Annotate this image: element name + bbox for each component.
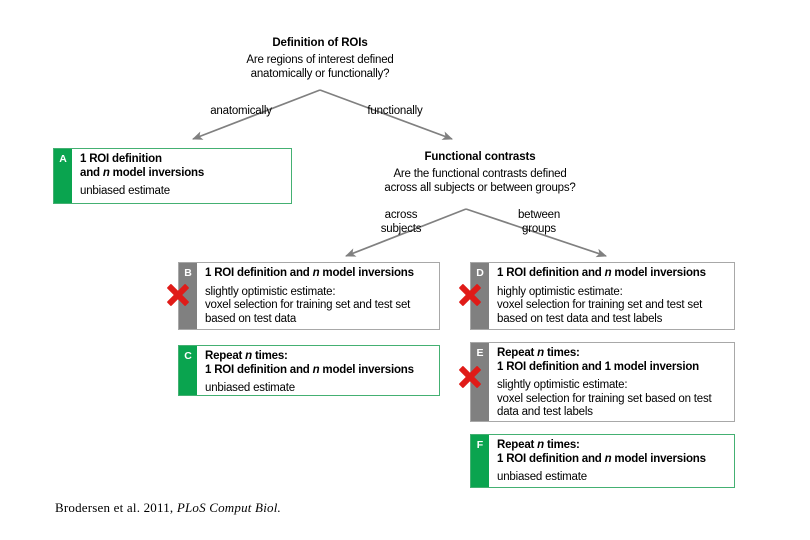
- box-sub-line3: based on test data and test labels: [497, 312, 663, 325]
- edge-label-between-groups: between groups: [484, 208, 594, 236]
- decision-question-line2: anatomically or functionally?: [250, 68, 390, 80]
- box-head-line1: 1 ROI definition and n model inversions: [497, 267, 706, 279]
- figure-citation: Brodersen et al. 2011, PLoS Comput Biol.: [55, 500, 281, 516]
- decision-functional-contrasts: Functional contrasts Are the functional …: [330, 150, 630, 195]
- box-head-line2: and n model inversions: [80, 166, 205, 179]
- edge-label-line1: across: [384, 209, 418, 221]
- box-head-line1: Repeat n times:: [497, 347, 580, 359]
- citation-prefix: Brodersen et al. 2011,: [55, 500, 177, 515]
- edge-label-functionally: functionally: [367, 105, 423, 117]
- outcome-box-b[interactable]: B 1 ROI definition and n model inversion…: [178, 262, 440, 330]
- box-letter-c: C: [179, 346, 197, 395]
- box-body: 1 ROI definition and n model inversions …: [72, 149, 291, 203]
- box-head-line2: 1 ROI definition and n model inversions: [205, 363, 414, 376]
- box-body: 1 ROI definition and n model inversions …: [197, 263, 439, 329]
- outcome-box-d[interactable]: D 1 ROI definition and n model inversion…: [470, 262, 735, 330]
- box-sub-line1: unbiased estimate: [205, 382, 295, 394]
- box-letter-f: F: [471, 435, 489, 487]
- decision-title: Functional contrasts: [424, 151, 536, 163]
- edge-label-across-subjects: across subjects: [346, 208, 456, 236]
- box-body: Repeat n times: 1 ROI definition and n m…: [197, 346, 439, 395]
- box-letter-e: E: [471, 343, 489, 421]
- box-body: Repeat n times: 1 ROI definition and 1 m…: [489, 343, 734, 421]
- box-letter-d: D: [471, 263, 489, 329]
- citation-journal: PLoS Comput Biol.: [176, 500, 281, 515]
- box-head-line1: Repeat n times:: [497, 439, 580, 451]
- box-letter-a: A: [54, 149, 72, 203]
- edge-label-line1: between: [517, 209, 561, 221]
- box-sub-line1: slightly optimistic estimate:: [497, 379, 628, 391]
- outcome-box-e[interactable]: E Repeat n times: 1 ROI definition and 1…: [470, 342, 735, 422]
- box-body: Repeat n times: 1 ROI definition and n m…: [489, 435, 734, 487]
- box-sub-line3: based on test data: [205, 312, 297, 325]
- box-sub-line1: unbiased estimate: [497, 471, 587, 483]
- decision-question-line1: Are the functional contrasts defined: [393, 168, 567, 180]
- box-letter-b: B: [179, 263, 197, 329]
- edge-label-anatomically: anatomically: [210, 105, 272, 117]
- outcome-box-f[interactable]: F Repeat n times: 1 ROI definition and n…: [470, 434, 735, 488]
- decision-definition-of-rois: Definition of ROIs Are regions of intere…: [170, 36, 470, 81]
- box-sub-line3: data and test labels: [497, 406, 593, 418]
- box-sub-line2: voxel selection for training set and tes…: [205, 299, 411, 311]
- outcome-box-a[interactable]: A 1 ROI definition and n model inversion…: [53, 148, 292, 204]
- edge-label-line2: subjects: [380, 223, 422, 235]
- decision-question-line1: Are regions of interest defined: [246, 54, 394, 66]
- decision-question-line2: across all subjects or between groups?: [384, 182, 576, 194]
- box-head-line1: 1 ROI definition: [80, 153, 285, 167]
- box-sub-line1: highly optimistic estimate:: [497, 285, 623, 298]
- box-head-line2: 1 ROI definition and 1 model inversion: [497, 360, 699, 373]
- decision-title: Definition of ROIs: [272, 37, 368, 49]
- box-head-line1: Repeat n times:: [205, 350, 288, 362]
- box-head-text: 1 ROI definition: [80, 153, 162, 165]
- box-sub-line1: slightly optimistic estimate:: [205, 285, 336, 298]
- box-head-line1: 1 ROI definition and n model inversions: [205, 267, 414, 279]
- outcome-box-c[interactable]: C Repeat n times: 1 ROI definition and n…: [178, 345, 440, 396]
- box-sub-line2: voxel selection for training set and tes…: [497, 299, 703, 311]
- box-sub-line1: unbiased estimate: [80, 185, 170, 197]
- box-head-line2: 1 ROI definition and n model inversions: [497, 452, 706, 465]
- edge-label-line2: groups: [522, 223, 556, 235]
- box-body: 1 ROI definition and n model inversions …: [489, 263, 734, 329]
- box-sub-line2: voxel selection for training set based o…: [497, 392, 712, 405]
